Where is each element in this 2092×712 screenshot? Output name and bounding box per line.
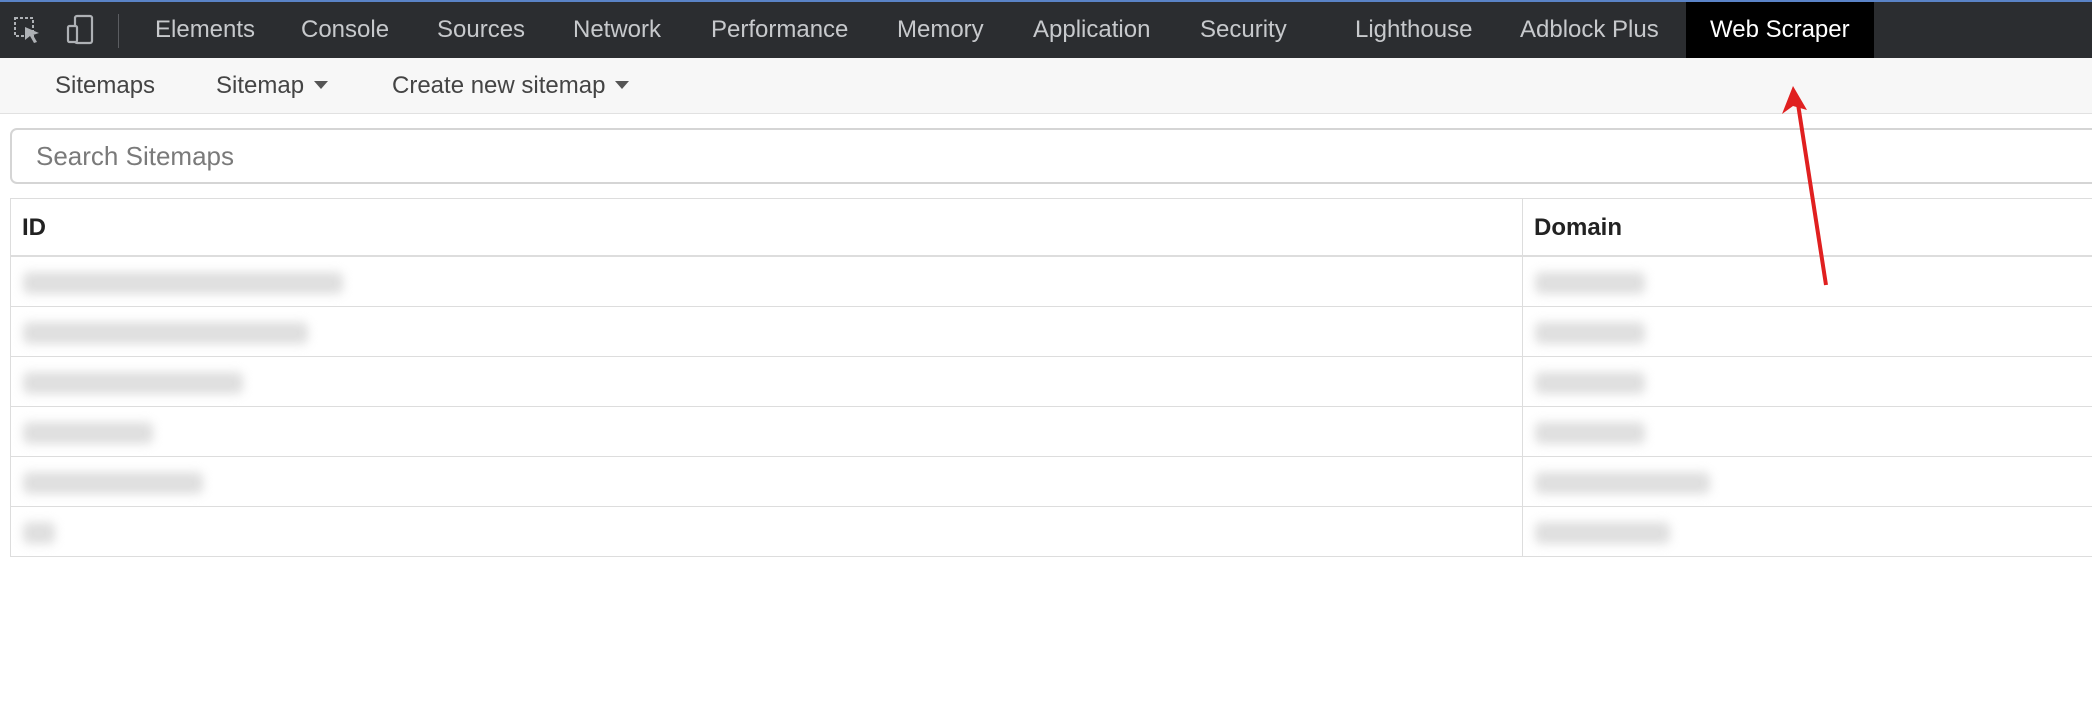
- row-id-cell-blurred: [11, 357, 1523, 406]
- table-header-row: ID Domain: [11, 199, 2092, 257]
- row-domain-cell-blurred: [1523, 457, 2092, 506]
- nav-sitemaps[interactable]: Sitemaps: [55, 72, 156, 99]
- row-domain-cell-blurred: [1523, 357, 2092, 406]
- web-scraper-nav: Sitemaps Sitemap Create new sitemap: [0, 58, 2092, 114]
- row-domain-cell-blurred: [1523, 407, 2092, 456]
- row-id-cell-blurred: [11, 457, 1523, 506]
- tab-memory[interactable]: Memory: [897, 16, 984, 43]
- toolbar-divider: [118, 14, 119, 48]
- row-domain-cell-blurred: [1523, 507, 2092, 556]
- tab-console[interactable]: Console: [301, 16, 390, 43]
- tab-security[interactable]: Security: [1200, 16, 1287, 43]
- table-row[interactable]: [11, 407, 2092, 457]
- caret-down-icon: [615, 80, 630, 89]
- nav-sitemap-label: Sitemap: [216, 72, 305, 99]
- tab-application[interactable]: Application: [1033, 16, 1151, 43]
- row-id-cell-blurred: [11, 307, 1523, 356]
- tab-web-scraper[interactable]: Web Scraper: [1686, 2, 1874, 58]
- table-row[interactable]: [11, 507, 2092, 557]
- devtools-tab-bar: Elements Console Sources Network Perform…: [0, 0, 2092, 58]
- caret-down-icon: [314, 80, 329, 89]
- row-id-cell-blurred: [11, 407, 1523, 456]
- table-row[interactable]: [11, 457, 2092, 507]
- column-header-domain: Domain: [1534, 214, 1623, 241]
- row-id-cell-blurred: [11, 507, 1523, 556]
- row-id-cell-blurred: [11, 257, 1523, 306]
- nav-create-sitemap-label: Create new sitemap: [392, 72, 606, 99]
- tab-adblock-plus[interactable]: Adblock Plus: [1520, 16, 1659, 43]
- column-header-id: ID: [11, 199, 1523, 255]
- tab-network[interactable]: Network: [573, 16, 662, 43]
- tab-performance[interactable]: Performance: [711, 16, 849, 43]
- tab-elements[interactable]: Elements: [155, 16, 256, 43]
- inspect-element-icon[interactable]: [8, 13, 46, 47]
- tab-lighthouse[interactable]: Lighthouse: [1355, 16, 1473, 43]
- nav-sitemap-dropdown[interactable]: Sitemap: [216, 58, 329, 114]
- table-row[interactable]: [11, 357, 2092, 407]
- sitemaps-table: ID Domain: [10, 198, 2092, 557]
- tab-sources[interactable]: Sources: [437, 16, 526, 43]
- table-row[interactable]: [11, 257, 2092, 307]
- search-sitemaps-input[interactable]: [10, 128, 2092, 184]
- table-row[interactable]: [11, 307, 2092, 357]
- row-domain-cell-blurred: [1523, 257, 2092, 306]
- row-domain-cell-blurred: [1523, 307, 2092, 356]
- device-toolbar-icon[interactable]: [62, 13, 100, 47]
- nav-create-sitemap-dropdown[interactable]: Create new sitemap: [392, 58, 630, 114]
